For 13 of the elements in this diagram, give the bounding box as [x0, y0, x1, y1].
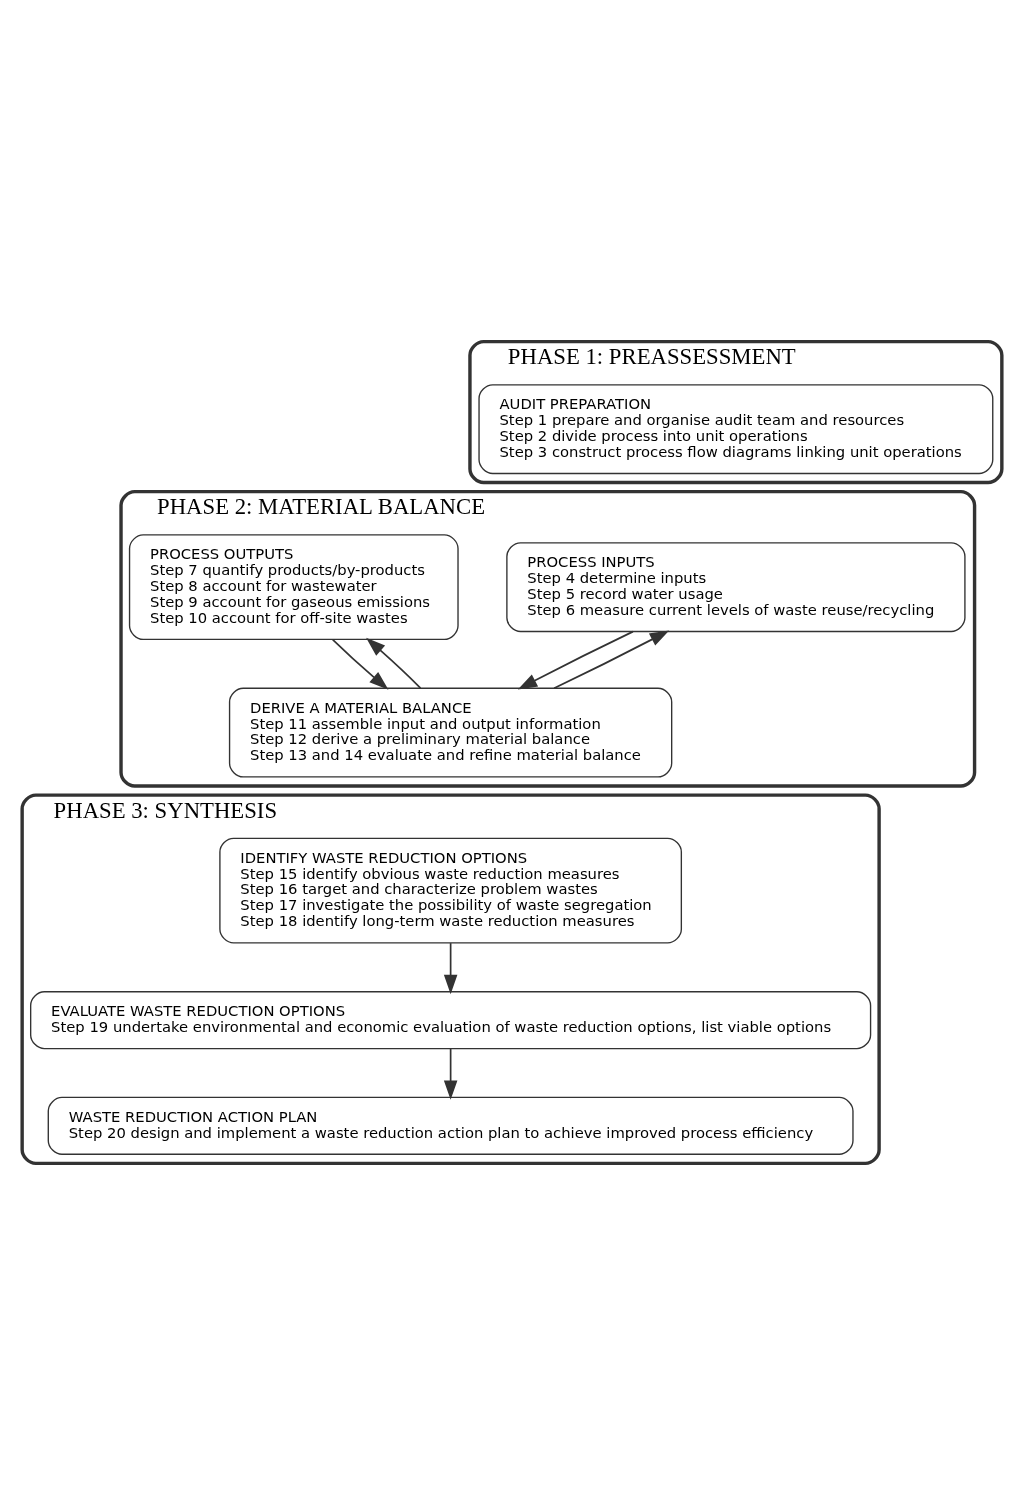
- node-box: PROCESS INPUTS Step 4 determine inputs Step 5 record water usage Step 6 measure current levels of waste reuse/recycling: [506, 541, 966, 632]
- arrow: [331, 638, 389, 690]
- node-box: WASTE REDUCTION ACTION PLAN Step 20 design and implement a waste reduction action plan to achieve improved process efficiency: [47, 1096, 854, 1155]
- arrow: [443, 941, 458, 994]
- arrow: [553, 629, 670, 689]
- node-box: EVALUATE WASTE REDUCTION OPTIONS Step 19 undertake environmental and economic evaluation of waste reduction options, list viable options: [30, 990, 872, 1049]
- arrow: [366, 637, 422, 689]
- arrow: [517, 630, 634, 689]
- node-box: IDENTIFY WASTE REDUCTION OPTIONS Step 15 identify obvious waste reduction measures Step 16 target and characterize problem wastes Step 17 investigate the possibility of waste segregation Step 18 identify long-term waste reduction measures: [219, 837, 683, 944]
- node-box: PROCESS OUTPUTS Step 7 quantify products/by-products Step 8 account for wastewater Step 9 account for gaseous emissions Step 10 account for off-site wastes: [128, 533, 459, 640]
- arrow: [443, 1047, 458, 1100]
- node-box: DERIVE A MATERIAL BALANCE Step 11 assemble input and output information Step 12 derive a preliminary material balance Step 13 and 14 evaluate and refine material balance: [228, 687, 673, 778]
- node-box: AUDIT PREPARATION Step 1 prepare and organise audit team and resources Step 2 divide process into unit operations Step 3 construct process flow diagrams linking unit operations: [478, 383, 994, 474]
